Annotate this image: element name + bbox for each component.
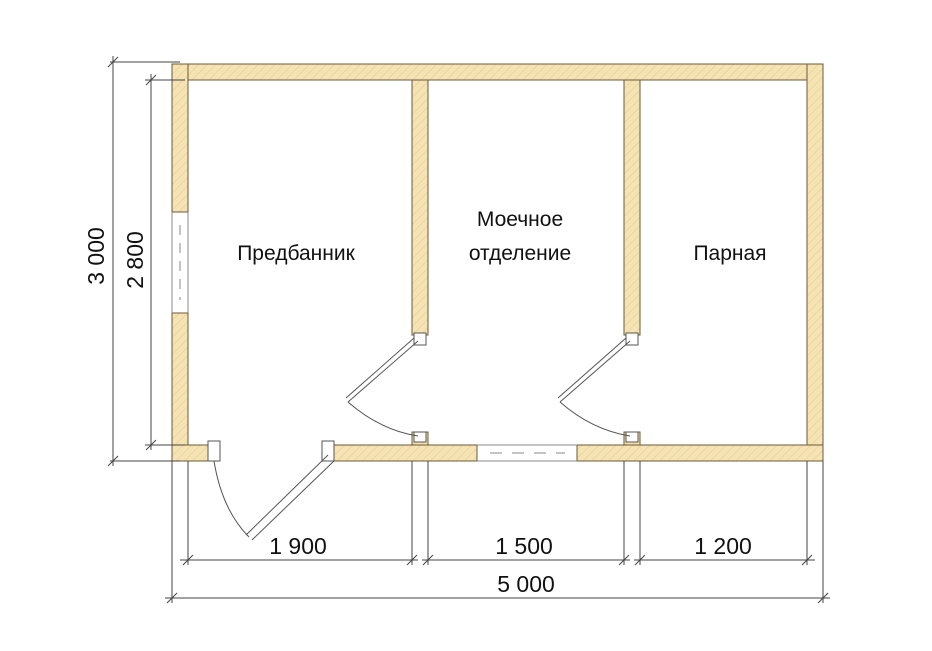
door-washroom <box>345 332 427 443</box>
interior-walls <box>411 79 641 446</box>
dimension-label-total-width: 5 000 <box>497 571 555 597</box>
dimension-room-widths <box>180 461 815 566</box>
wall-bottom-3 <box>576 444 824 462</box>
dimension-total-width <box>165 461 830 604</box>
wall-top <box>171 63 824 81</box>
partition-2 <box>623 79 641 336</box>
wall-left-lower <box>171 312 189 462</box>
room-label-predbannik: Предбанник <box>237 242 355 265</box>
wall-left-upper <box>171 63 189 213</box>
window-left <box>171 212 189 313</box>
dimension-label-width-3: 1 200 <box>694 533 752 559</box>
window-bottom <box>477 444 577 462</box>
dimension-label-width-1: 1 900 <box>269 533 327 559</box>
wall-bottom-2 <box>326 444 478 462</box>
room-label-moechnoe-line2: отделение <box>469 242 571 265</box>
wall-bottom-1 <box>171 444 213 462</box>
exterior-walls <box>171 63 824 462</box>
dimension-label-inner-height: 2 800 <box>122 231 148 289</box>
room-label-parnaya: Парная <box>693 242 766 265</box>
dimension-inner-height <box>145 74 185 451</box>
wall-right <box>806 63 824 462</box>
dimension-label-total-height: 3 000 <box>83 227 109 285</box>
dimension-label-width-2: 1 500 <box>495 533 553 559</box>
door-steamroom <box>557 332 639 443</box>
door-entrance <box>207 440 335 541</box>
dimension-total-height <box>107 56 180 467</box>
room-label-moechnoe-line1: Моечное <box>477 208 563 231</box>
partition-1 <box>411 79 429 336</box>
